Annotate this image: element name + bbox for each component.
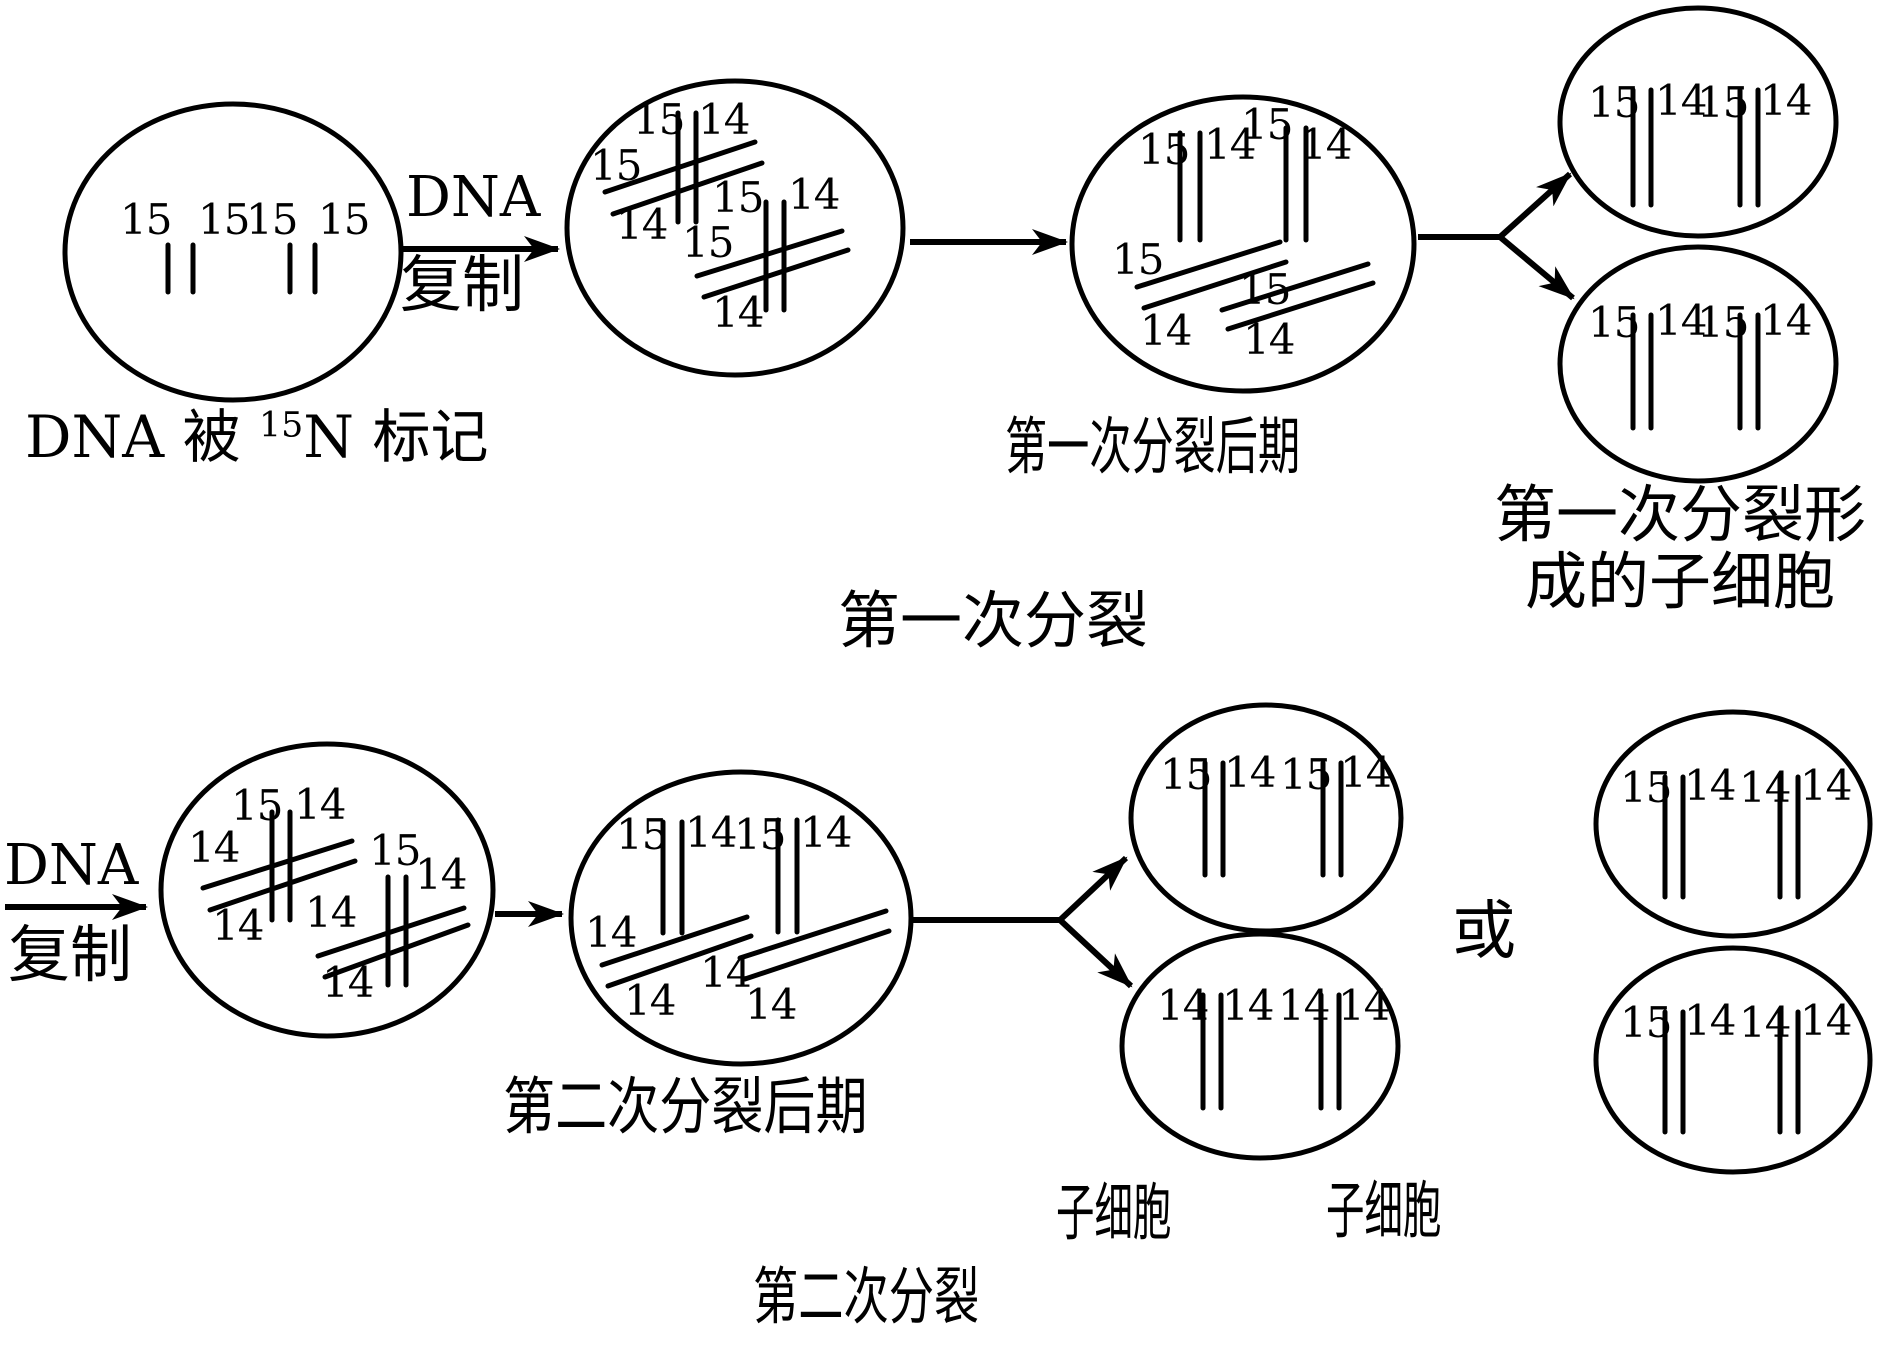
isotope-label: 14 bbox=[1300, 120, 1352, 169]
parent-caption-superscript: 15 bbox=[259, 405, 304, 446]
replication-label-bottom-cn: 复制 bbox=[8, 918, 133, 991]
isotope-label: 14 bbox=[1243, 315, 1295, 364]
isotope-label: 14 bbox=[1760, 76, 1812, 125]
cell-ellipses bbox=[62, 5, 1873, 1175]
isotope-label: 14 bbox=[1140, 306, 1192, 355]
isotope-label: 15 bbox=[1280, 750, 1332, 799]
isotope-label: 15 bbox=[1620, 763, 1672, 812]
cell-t3-ellipse bbox=[1069, 94, 1417, 394]
arrow-fork-bottom-down bbox=[1057, 917, 1134, 989]
isotope-label: 14 bbox=[322, 958, 374, 1007]
chromosome-lines bbox=[165, 87, 1801, 1135]
isotope-label: 14 bbox=[1684, 996, 1736, 1045]
isotope-label: 14 bbox=[700, 948, 752, 997]
division1-caption: 第一次分裂 bbox=[838, 584, 1149, 657]
cell-b2-ellipse bbox=[568, 769, 914, 1067]
isotope-label: 14 bbox=[212, 901, 264, 950]
isotope-label: 14 bbox=[1338, 981, 1390, 1030]
isotope-label: 14 bbox=[1222, 981, 1274, 1030]
isotope-label: 15 bbox=[1620, 998, 1672, 1047]
isotope-label: 14 bbox=[1157, 981, 1209, 1030]
cell-b4b-ellipse bbox=[1593, 945, 1873, 1175]
isotope-label: 14 bbox=[305, 888, 357, 937]
isotope-label: 14 bbox=[1760, 296, 1812, 345]
cell-b3b-ellipse bbox=[1119, 931, 1401, 1161]
replication-label-bottom-dna: DNA bbox=[4, 833, 139, 898]
isotope-label: 14 bbox=[745, 980, 797, 1029]
arrow-fork-bottom-up bbox=[1057, 855, 1129, 923]
isotope-label: 14 bbox=[188, 823, 240, 872]
isotope-label: 14 bbox=[1739, 763, 1791, 812]
parent-caption-prefix: DNA 被 bbox=[25, 403, 260, 471]
isotope-label: 15 bbox=[682, 218, 734, 267]
isotope-label: 14 bbox=[1800, 761, 1852, 810]
replication-label-top-cn: 复制 bbox=[400, 248, 525, 321]
isotope-label: 15 bbox=[1241, 100, 1293, 149]
isotope-label: 14 bbox=[585, 908, 637, 957]
isotope-label: 15 bbox=[633, 95, 685, 144]
isotope-label: 15 bbox=[1112, 235, 1164, 284]
cell-b3a-ellipse bbox=[1128, 702, 1404, 934]
isotope-label: 14 bbox=[1684, 761, 1736, 810]
cell-t2-ellipse bbox=[564, 78, 906, 378]
anaphase2-caption: 第二次分裂后期 bbox=[503, 1070, 868, 1143]
isotope-label: 15 bbox=[734, 810, 786, 859]
isotope-label: 15 bbox=[369, 826, 421, 875]
isotope-label: 14 bbox=[698, 95, 750, 144]
isotope-label: 15 bbox=[590, 141, 642, 190]
isotope-label: 15 bbox=[1588, 78, 1640, 127]
isotope-label: 15 bbox=[1160, 750, 1212, 799]
isotope-label: 14 bbox=[1224, 748, 1276, 797]
daughter1-caption-line2: 成的子细胞 bbox=[1524, 544, 1835, 618]
arrow-fork-top-down bbox=[1498, 234, 1575, 301]
or-label: 或 bbox=[1452, 895, 1516, 969]
isotope-label: 14 bbox=[415, 850, 467, 899]
isotope-label: 14 bbox=[1204, 120, 1256, 169]
isotope-label: 14 bbox=[616, 200, 668, 249]
isotope-label: 15 bbox=[318, 195, 370, 244]
daughter1-caption: 第一次分裂形 成的子细胞 bbox=[1470, 478, 1890, 618]
isotope-label: 14 bbox=[685, 808, 737, 857]
cell-b4a-ellipse bbox=[1593, 709, 1873, 939]
cell-t1-ellipse bbox=[62, 101, 404, 403]
isotope-label: 15 bbox=[1239, 265, 1291, 314]
isotope-label: 14 bbox=[712, 288, 764, 337]
anaphase1-caption: 第一次分裂后期 bbox=[1005, 410, 1301, 483]
replication-label-top-dna: DNA bbox=[406, 165, 541, 230]
isotope-label: 14 bbox=[800, 808, 852, 857]
cell-b1-ellipse bbox=[158, 741, 496, 1039]
isotope-label: 15 bbox=[1138, 125, 1190, 174]
isotope-label: 15 bbox=[198, 195, 250, 244]
isotope-label: 15 bbox=[231, 781, 283, 830]
isotope-label: 14 bbox=[1739, 998, 1791, 1047]
cell-t4a-ellipse bbox=[1557, 5, 1839, 239]
isotope-label: 14 bbox=[788, 170, 840, 219]
isotope-label: 15 bbox=[120, 195, 172, 244]
isotope-label: 14 bbox=[1655, 296, 1707, 345]
isotope-label: 14 bbox=[1655, 76, 1707, 125]
daughter1-caption-line1: 第一次分裂形 bbox=[1493, 478, 1866, 551]
isotope-label: 14 bbox=[1278, 981, 1330, 1030]
isotope-label: 14 bbox=[624, 976, 676, 1025]
arrow-fork-top-up bbox=[1497, 171, 1573, 240]
cell-t4b-ellipse bbox=[1557, 244, 1839, 484]
isotope-label: 15 bbox=[616, 810, 668, 859]
isotope-label: 14 bbox=[1800, 996, 1852, 1045]
isotope-label: 14 bbox=[294, 780, 346, 829]
isotope-label: 15 bbox=[246, 195, 298, 244]
daughter-caption-right: 子细胞 bbox=[1326, 1174, 1442, 1247]
daughter-caption-left: 子细胞 bbox=[1056, 1176, 1172, 1249]
flow-arrows bbox=[5, 171, 1575, 989]
isotope-label: 15 bbox=[1697, 298, 1749, 347]
isotope-label: 15 bbox=[1588, 298, 1640, 347]
parent-cell-caption: DNA 被 15N 标记 bbox=[25, 408, 488, 466]
isotope-label: 15 bbox=[712, 173, 764, 222]
parent-caption-suffix: N 标记 bbox=[303, 403, 489, 471]
division2-caption: 第二次分裂 bbox=[753, 1260, 980, 1333]
isotope-label: 15 bbox=[1697, 78, 1749, 127]
isotope-label: 14 bbox=[1340, 748, 1392, 797]
